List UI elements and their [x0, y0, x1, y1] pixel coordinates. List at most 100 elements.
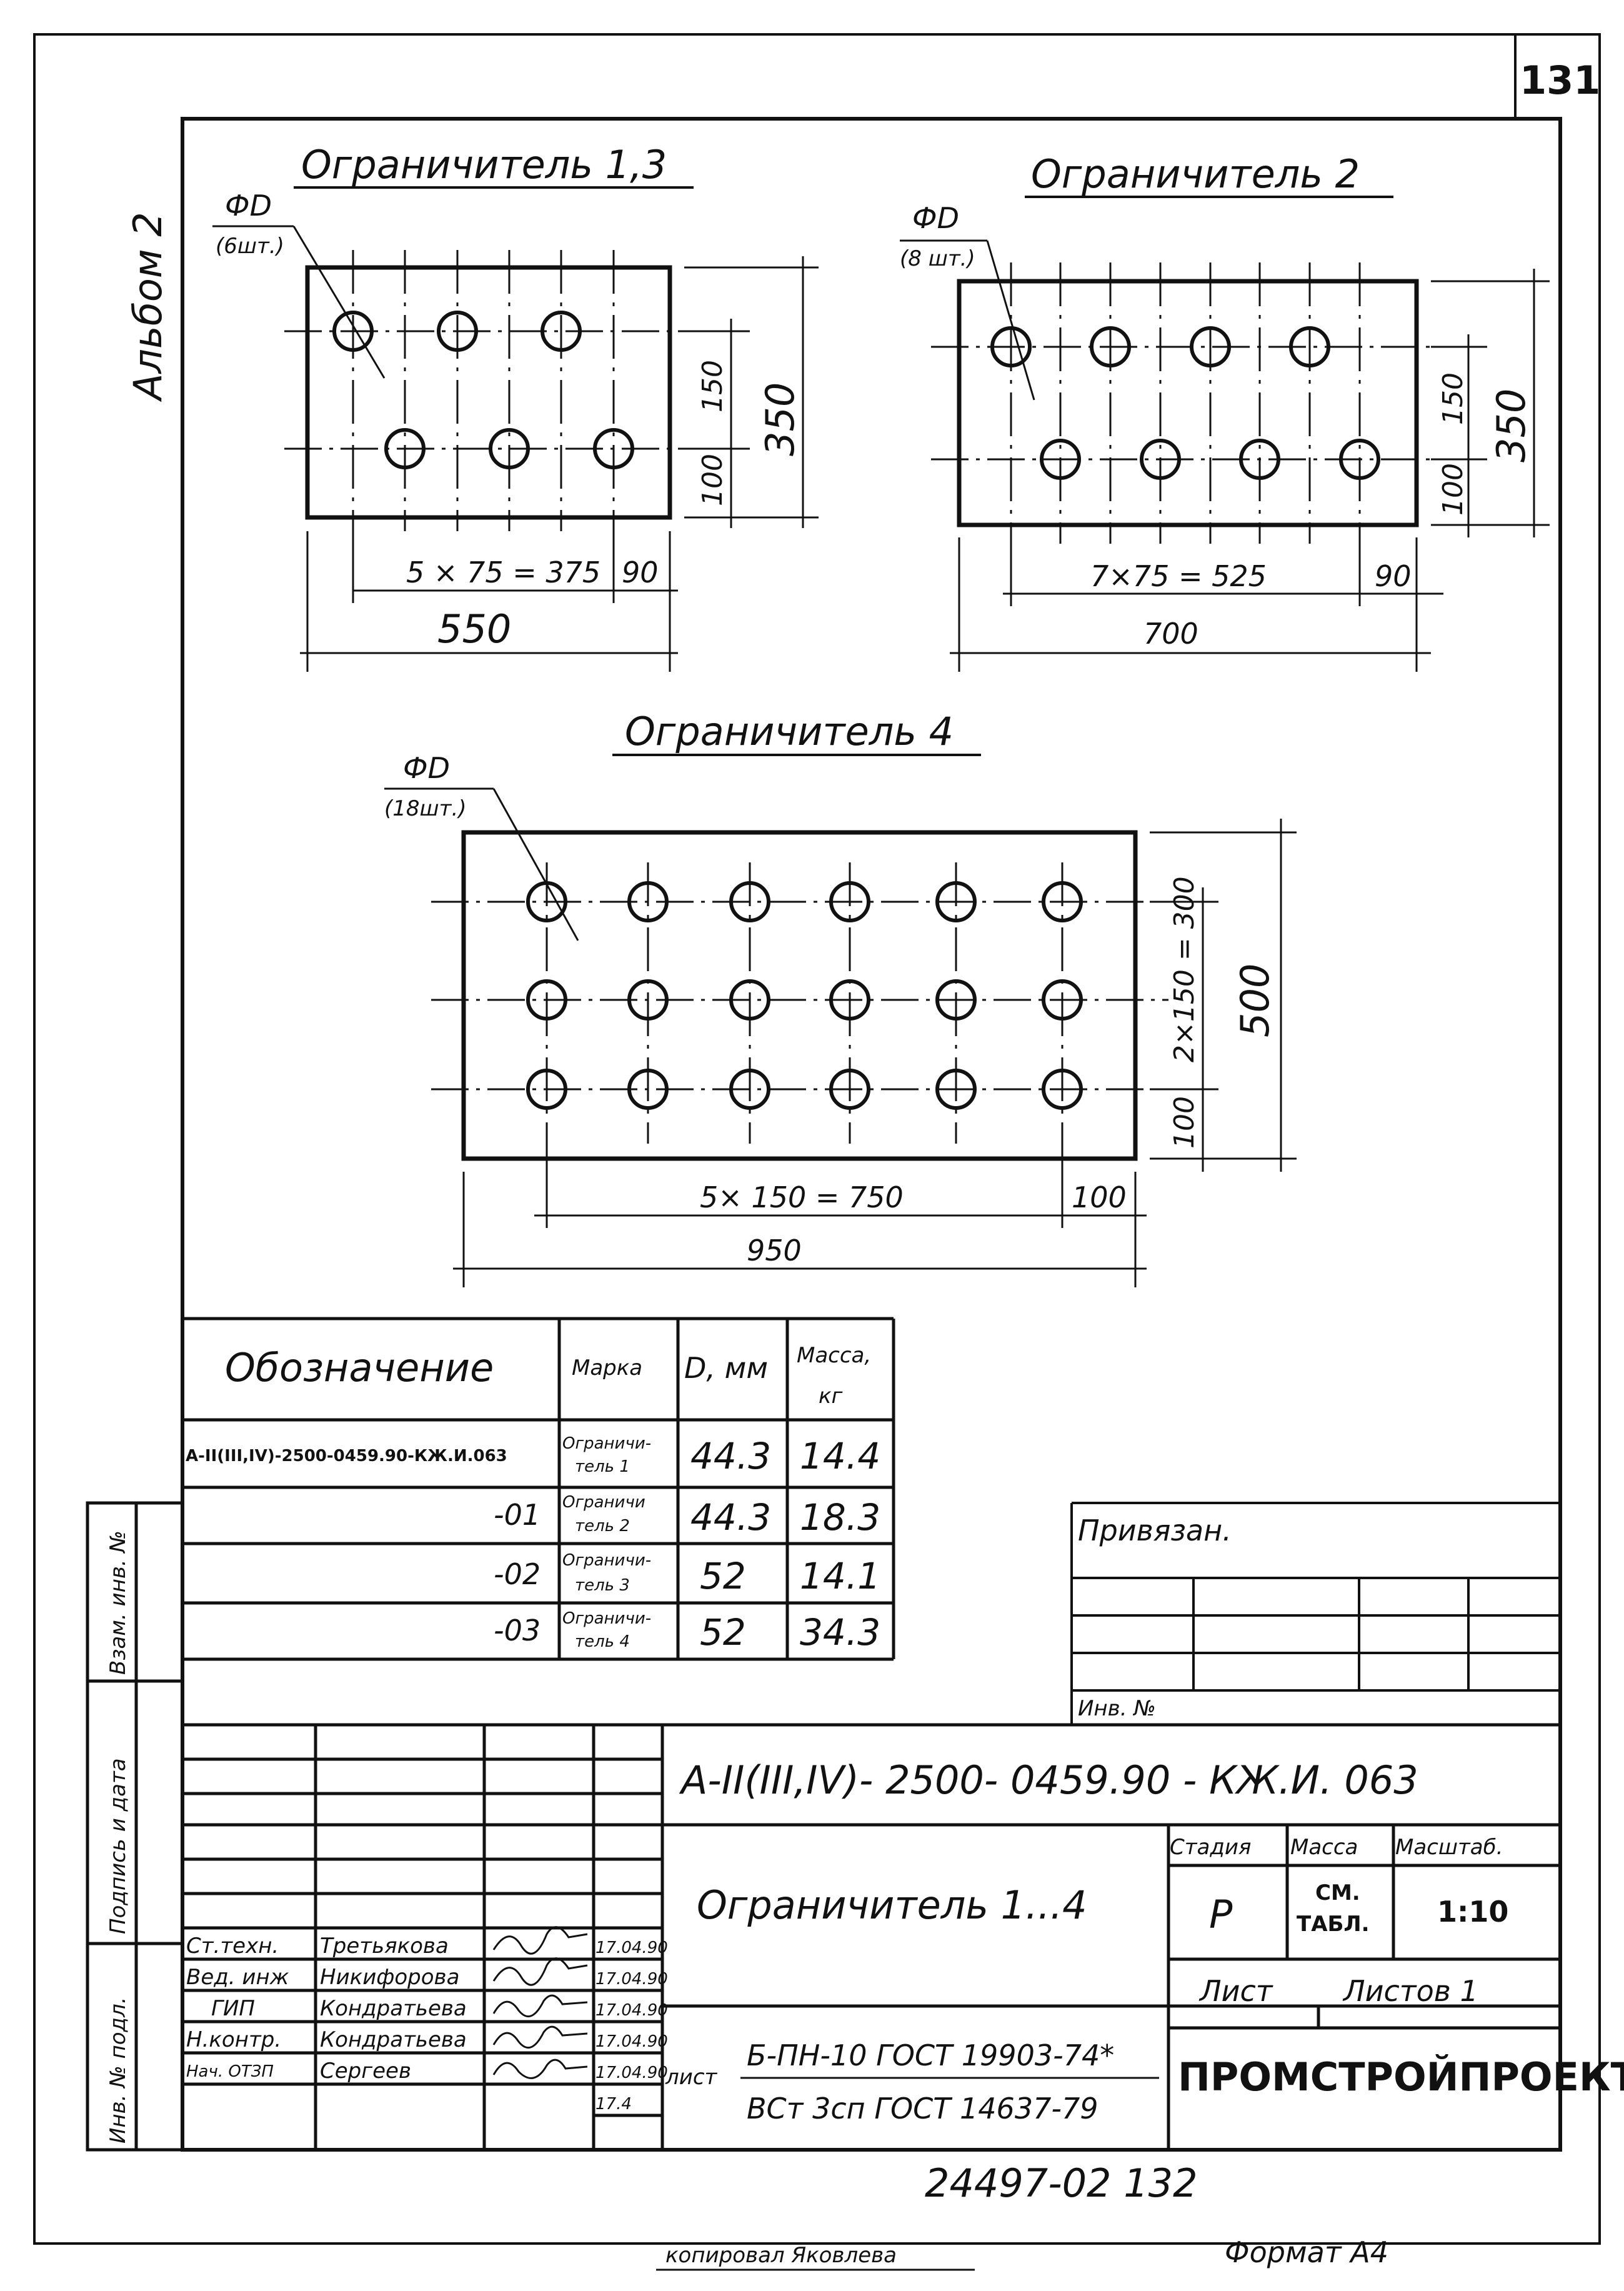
table-row: -03 Ограничи- тель 4 52 34.3 — [494, 1609, 880, 1654]
spec-table: Обозначение Марка D, мм Масса, кг А-II(I… — [182, 1317, 895, 1661]
material-label: лист — [665, 2065, 718, 2090]
plate-outline — [461, 830, 1138, 1161]
mass-value-1: СМ. — [1315, 1880, 1360, 1905]
signature — [492, 2025, 588, 2049]
hole — [332, 311, 374, 352]
spec-row-mark-2: тель 4 — [575, 1632, 630, 1651]
material-line-2: ВСт 3сп ГОСТ 14637-79 — [747, 2092, 1098, 2125]
person-name: Кондратьева — [320, 2027, 467, 2052]
hole-leader — [384, 787, 579, 941]
dimension-lines — [300, 256, 819, 672]
org-name: ПРОМСТРОЙПРОЕКТ — [1178, 2054, 1624, 2100]
person-date: 17.04.90 — [595, 2032, 668, 2051]
spec-row-mark-1: Ограничи- — [562, 1609, 651, 1628]
hole-grid — [284, 250, 690, 531]
side-stamp: Взам. инв. № Подпись и дата Инв. № подл. — [86, 1501, 184, 2152]
dim-vert-edge: 100 — [697, 454, 729, 506]
dim-vert-pitch: 150 — [697, 360, 729, 412]
drawing-limiter-1-3: Ограничитель 1,3 ФD (6шт.) — [212, 142, 819, 672]
spec-row-designation: А-II(III,IV)-2500-0459.90-КЖ.И.063 — [186, 1447, 507, 1465]
person-role: Нач. ОТЗП — [186, 2062, 274, 2081]
table-row: -02 Ограничи- тель 3 52 14.1 — [494, 1551, 880, 1597]
dim-horiz-chain: 5 × 75 = 375 — [406, 556, 600, 589]
format-label: Формат А4 — [1225, 2235, 1388, 2269]
spec-header-mark: Марка — [572, 1355, 642, 1380]
person-role: Вед. инж — [186, 1965, 289, 1990]
hole — [729, 881, 770, 922]
spec-header-designation: Обозначение — [225, 1345, 494, 1390]
signature-row: Вед. инж Никифорова 17.04.90 — [186, 1957, 668, 1990]
page-number: 131 — [1520, 57, 1600, 103]
hole-leader — [900, 239, 1035, 401]
stage-label: Стадия — [1170, 1835, 1251, 1860]
title-block: А-II(III,IV)- 2500- 0459.90 - КЖ.И. 063 … — [182, 1723, 1624, 2150]
binding-block: Привязан. Инв. № — [1070, 1502, 1560, 1725]
person-name: Сергеев — [320, 2059, 411, 2084]
hole — [829, 1069, 870, 1110]
hole-label: ФD — [912, 201, 959, 235]
spec-header-diameter: D, мм — [684, 1351, 768, 1385]
hole — [627, 979, 669, 1021]
side-stamp-podpis: Подпись и дата — [106, 1758, 131, 1934]
hole — [1042, 881, 1083, 922]
sheet-frame — [33, 33, 1601, 2245]
inventory-number: 24497-02 132 — [925, 2160, 1198, 2206]
spec-row-designation: -02 — [494, 1557, 541, 1591]
dim-horiz-chain: 5× 150 = 750 — [700, 1180, 904, 1214]
side-stamp-inv-podl: Инв. № подл. — [106, 1997, 131, 2144]
hole-count: (6шт.) — [216, 234, 284, 259]
sheet-label: Лист — [1198, 1974, 1273, 2008]
plate-outline — [957, 279, 1419, 527]
signature — [492, 1994, 588, 2017]
hole — [829, 979, 870, 1021]
hole — [1090, 326, 1131, 367]
title-name: Ограничитель 1...4 — [697, 1882, 1087, 1928]
signature — [492, 2059, 588, 2079]
hole-count: (18шт.) — [384, 796, 467, 821]
scale-value: 1:10 — [1437, 1895, 1508, 1929]
person-date: 17.04.90 — [595, 2064, 668, 2082]
title-code: А-II(III,IV)- 2500- 0459.90 - КЖ.И. 063 — [679, 1757, 1418, 1803]
spec-header-mass-2: кг — [819, 1384, 844, 1409]
person-name: Третьякова — [320, 1934, 449, 1959]
mass-label: Масса — [1290, 1835, 1358, 1860]
dim-vert-edge: 100 — [1168, 1096, 1200, 1149]
hole — [627, 881, 669, 922]
material-line-1: Б-ПН-10 ГОСТ 19903-74* — [747, 2039, 1114, 2072]
person-date: 17.04.90 — [595, 1939, 668, 1957]
hole — [1239, 439, 1280, 480]
hole-count: (8 шт.) — [900, 246, 975, 271]
drawing-title: Ограничитель 4 — [625, 709, 954, 754]
signature-row: Ст.техн. Третьякова 17.04.90 — [186, 1926, 668, 1959]
person-name: Никифорова — [320, 1965, 459, 1990]
dim-overall-width: 550 — [437, 606, 511, 652]
person-role: Ст.техн. — [186, 1934, 279, 1959]
hole-label: ФD — [225, 189, 272, 222]
hole — [935, 881, 977, 922]
hole — [935, 979, 977, 1021]
signature-row: Нач. ОТЗП Сергеев 17.04.90 — [186, 2059, 668, 2084]
signature-row: ГИП Кондратьева 17.04.90 — [211, 1994, 668, 2021]
spec-row-mass: 34.3 — [800, 1611, 880, 1654]
hole-grid — [931, 262, 1437, 544]
dim-overall-height: 350 — [1488, 389, 1534, 462]
dim-overall-height: 500 — [1232, 964, 1278, 1037]
drawing-limiter-2: Ограничитель 2 ФD (8 ш — [900, 151, 1550, 672]
table-row: А-II(III,IV)-2500-0459.90-КЖ.И.063 Огран… — [186, 1434, 880, 1477]
hole — [384, 428, 426, 469]
signature — [492, 1926, 588, 1955]
hole — [526, 979, 567, 1021]
hole-label: ФD — [403, 751, 450, 785]
hole — [541, 311, 582, 352]
hole-grid — [431, 862, 1168, 1144]
spec-row-designation: -01 — [494, 1498, 541, 1532]
binding-label: Привязан. — [1078, 1514, 1232, 1547]
dim-horiz-edge: 100 — [1072, 1180, 1127, 1214]
dim-horiz-chain: 7×75 = 525 — [1090, 559, 1267, 593]
hole — [729, 979, 770, 1021]
hole — [593, 428, 634, 469]
spec-row-d: 52 — [700, 1555, 746, 1597]
spec-row-d: 52 — [700, 1611, 746, 1654]
spec-row-mark-2: тель 1 — [575, 1457, 630, 1476]
